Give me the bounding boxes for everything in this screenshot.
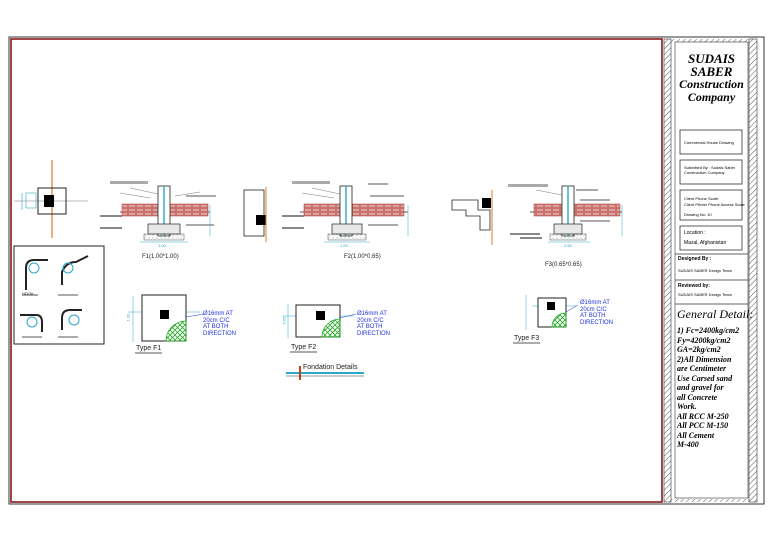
column-plan-detail — [14, 160, 88, 238]
scale-line-2: Client Printer Phone Access Scale — [684, 202, 745, 207]
tb-scale-box — [679, 189, 743, 221]
general-note-line: All RCC M-250 — [677, 411, 729, 421]
plan-label-f3: Type F3 — [514, 335, 540, 342]
footing-plan-f1 — [128, 294, 205, 342]
plan-label-f1: Type F1 — [136, 345, 162, 352]
general-note-line: and gravel for — [677, 383, 724, 392]
company-name-line-1: SUDAIS — [688, 51, 735, 66]
title-block — [674, 41, 749, 499]
footing-plan-f3 — [525, 295, 579, 330]
general-note-line: Fy=4200kg/cm2 — [677, 335, 731, 345]
location-value: Mazal, Afghanistan — [684, 240, 727, 246]
general-note-line: 1) Fc=2400kg/cm2 — [677, 326, 740, 335]
general-note-line: Use Carsed sand — [677, 373, 733, 383]
tb-submitted-box — [679, 159, 743, 185]
footing-section-f2 — [243, 181, 409, 243]
drawing-title: Commercial House Drawing — [684, 140, 734, 145]
section-label-f1: F1(1.00*1.00) — [142, 254, 179, 260]
location-label: Location : — [684, 230, 706, 236]
rebar-note-f3: Ø16mm AT 20cm C/C AT BOTH DIRECTION — [580, 300, 613, 326]
general-note-line: GA=2kg/cm2 — [677, 345, 721, 354]
general-note-line: all Concrete — [677, 392, 718, 402]
title-strip-bottom — [671, 499, 749, 502]
hook-label: HOOK — [22, 291, 34, 296]
dim-f1: 1.00 — [158, 243, 166, 248]
dim-f3: 0.65 — [564, 243, 572, 248]
general-note-line: 2)All Dimension — [677, 354, 732, 364]
submitted-by: Submitted By : Sudais Saber Construction… — [684, 165, 736, 175]
bar-bending-details — [13, 245, 105, 345]
general-detail-heading: General Detail: — [677, 307, 754, 321]
general-note-line: All PCC M-150 — [677, 421, 729, 430]
title-strip-right — [748, 38, 758, 503]
company-name-line-3: Construction — [679, 77, 744, 91]
reviewed-by-label: Reviewed by: — [678, 283, 710, 289]
company-name-line-4: Company — [687, 90, 736, 104]
general-note-line: Work. — [677, 402, 697, 411]
section-label-f2: F2(1.00*0.65) — [344, 254, 381, 260]
dim-plan-f2: 0.65 — [281, 316, 287, 325]
caption-marker — [286, 366, 364, 380]
designed-by-label: Designed By : — [678, 256, 712, 262]
general-note-line: M-400 — [677, 440, 699, 449]
company-name-line-2: SABER — [690, 64, 733, 79]
title-strip-left — [663, 38, 672, 503]
designed-by-value: SUDAIS SABER Design Team — [678, 268, 732, 273]
reviewed-by-value: SUDAIS SABER Design Team — [678, 292, 732, 297]
title-strip-top — [671, 39, 749, 42]
general-note-line: are Centimeter — [677, 364, 727, 373]
general-note-line: All Cement — [677, 430, 715, 440]
tb-drawing-title-box — [679, 129, 743, 155]
tb-location-box — [679, 225, 743, 251]
drawing-area-border — [10, 38, 663, 503]
plan-label-f2: Type F2 — [291, 344, 317, 351]
rebar-note-f1: Ø16mm AT 20cm C/C AT BOTH DIRECTION — [203, 311, 236, 337]
rebar-note-f2: Ø16mm AT 20cm C/C AT BOTH DIRECTION — [357, 311, 390, 337]
footing-plan-f2 — [282, 304, 357, 338]
outer-frame — [8, 36, 765, 505]
drawing-number: Drawing No: 10 — [684, 212, 712, 217]
footing-section-f3 — [451, 184, 623, 245]
drawing-caption: Fondation Details — [303, 364, 358, 371]
dim-f2: 1.00 — [340, 243, 348, 248]
dim-plan-f1: 1.00 — [125, 313, 131, 322]
scale-line-1: Client Phone Scale: — [684, 196, 720, 201]
section-label-f3: F3(0.65*0.65) — [545, 262, 582, 268]
footing-section-f1 — [100, 181, 216, 243]
